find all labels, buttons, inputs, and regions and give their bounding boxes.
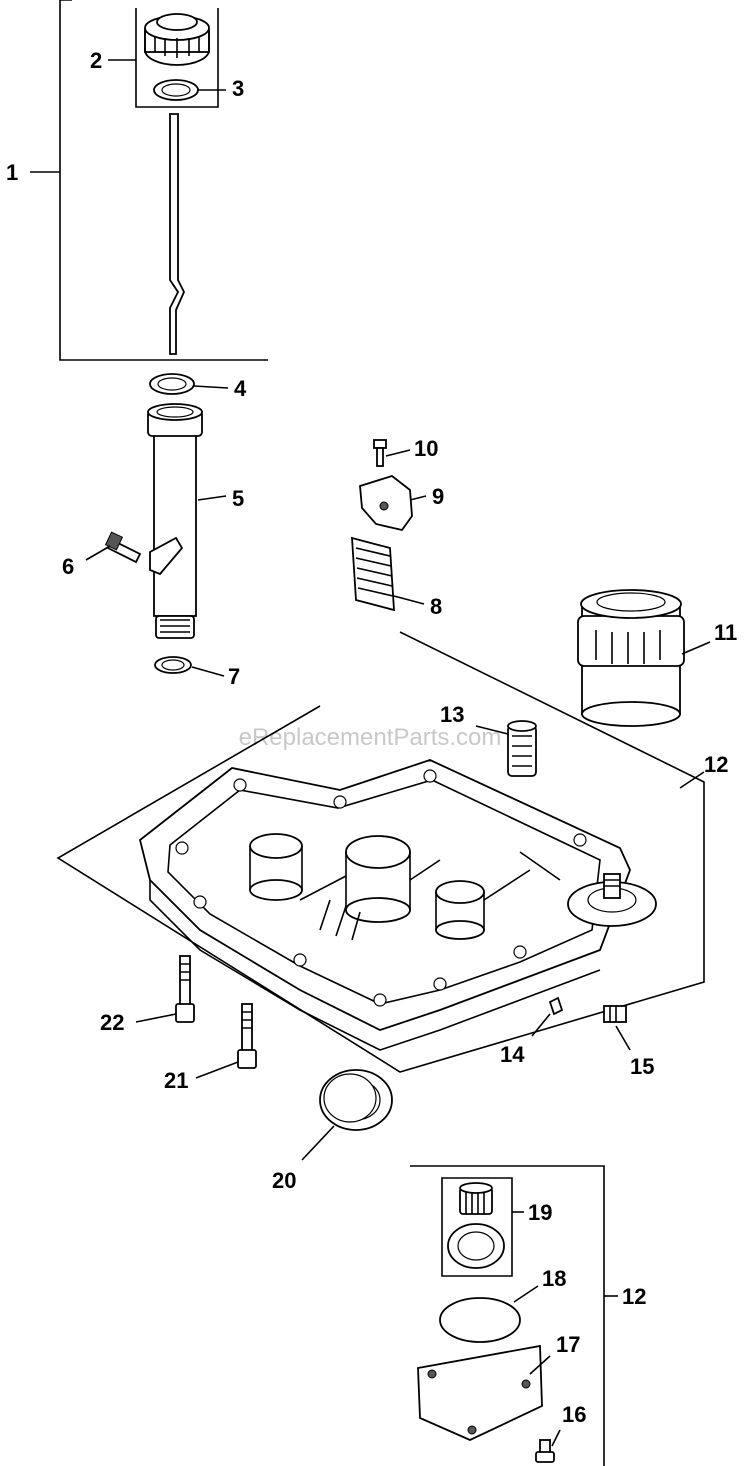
bracket-12a	[56, 631, 705, 1073]
callout-16: 16	[562, 1402, 586, 1427]
callout-17: 17	[556, 1332, 580, 1357]
callout-20: 20	[272, 1168, 296, 1193]
leader-9	[409, 495, 427, 501]
callout-2: 2	[90, 48, 102, 73]
screw-10-part[interactable]	[373, 439, 387, 467]
callout-15: 15	[630, 1054, 654, 1079]
o-ring-3-part[interactable]	[153, 79, 199, 101]
leader-22	[135, 1013, 177, 1023]
callout-7: 7	[228, 664, 240, 689]
callout-12a: 12	[704, 752, 728, 777]
leader-7	[191, 666, 225, 677]
callout-1: 1	[6, 160, 18, 185]
bracket-9-hole	[379, 501, 389, 511]
oil-filter-part[interactable]	[577, 589, 685, 727]
leader-14	[531, 1013, 551, 1037]
callout-13: 13	[440, 702, 464, 727]
pump-gear-part[interactable]	[447, 1182, 505, 1269]
bracket-19	[441, 1177, 513, 1277]
leader-16	[551, 1429, 561, 1447]
bolt-21-part[interactable]	[237, 1003, 257, 1069]
leader-17	[529, 1355, 551, 1375]
fitting-14-part[interactable]	[548, 996, 564, 1016]
leader-12a	[679, 771, 705, 789]
callout-5: 5	[232, 486, 244, 511]
screw-16-part[interactable]	[535, 1439, 555, 1463]
watermark-text: eReplacementParts.com	[239, 724, 502, 751]
callout-21: 21	[164, 1068, 188, 1093]
bracket-12b	[410, 1165, 605, 1466]
leader-20	[301, 1125, 335, 1161]
oil-pan-part[interactable]	[138, 759, 657, 1051]
dipstick-tube-part[interactable]	[147, 403, 203, 639]
bolt-6-part[interactable]	[104, 531, 142, 564]
callout-14: 14	[500, 1042, 525, 1067]
callout-12b: 12	[622, 1284, 646, 1309]
callout-9: 9	[432, 484, 444, 509]
callout-10: 10	[414, 436, 438, 461]
plug-15-part[interactable]	[603, 1005, 627, 1023]
oil-seal-part[interactable]	[319, 1069, 393, 1131]
o-ring-4-part[interactable]	[149, 373, 195, 395]
leader-18	[513, 1285, 539, 1303]
bracket-1	[59, 0, 268, 361]
o-ring-7-part[interactable]	[154, 656, 192, 674]
bracket-2	[135, 8, 219, 108]
callout-3: 3	[232, 76, 244, 101]
callout-6: 6	[62, 554, 74, 579]
leader-10	[385, 449, 411, 457]
bolt-22-part[interactable]	[175, 955, 195, 1023]
leader-5	[197, 495, 227, 501]
callout-11: 11	[714, 620, 737, 645]
cover-17-part[interactable]	[417, 1344, 543, 1441]
leader-4	[193, 385, 229, 389]
pickup-13-part[interactable]	[507, 720, 537, 777]
leader-21	[195, 1061, 239, 1079]
callout-19: 19	[528, 1200, 552, 1225]
callout-8: 8	[430, 594, 442, 619]
callout-22: 22	[100, 1010, 124, 1035]
dipstick-cap-part[interactable]	[144, 13, 210, 66]
callout-18: 18	[542, 1266, 566, 1291]
leader-11	[681, 641, 711, 655]
callout-4: 4	[234, 376, 247, 401]
o-ring-18-part[interactable]	[439, 1297, 521, 1343]
leader-6	[85, 545, 111, 561]
dipstick-rod-part[interactable]	[169, 113, 185, 355]
leader-8	[393, 595, 425, 605]
screen-8-part[interactable]	[351, 536, 395, 612]
dipstick-assembly-group	[30, 0, 268, 361]
leader-15	[615, 1025, 631, 1051]
leader-13	[475, 725, 509, 735]
